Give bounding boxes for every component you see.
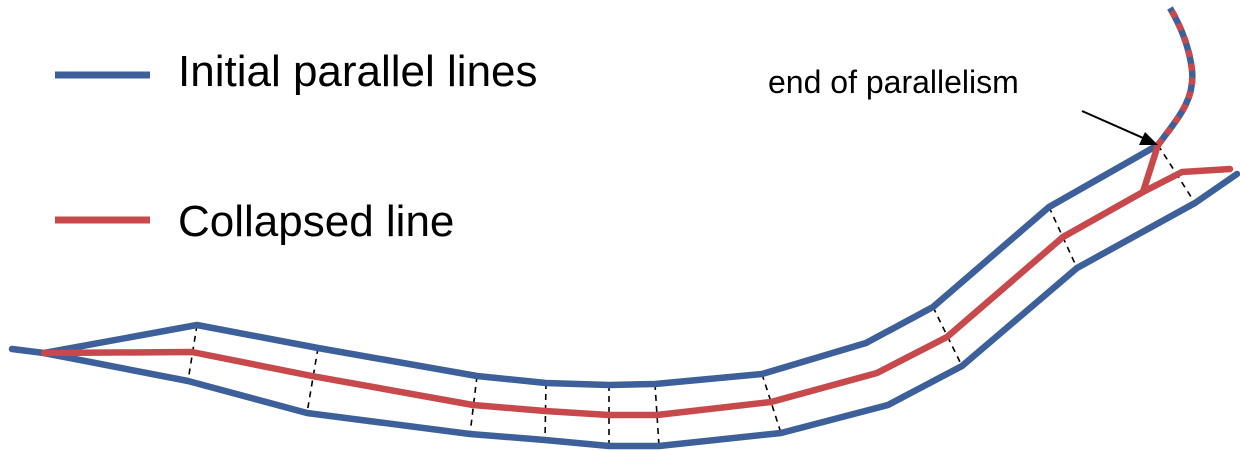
- legend-label-parallel: Initial parallel lines: [178, 47, 538, 96]
- annotation-label: end of parallelism: [768, 64, 1019, 100]
- parallel-line-upper: [8, 141, 1162, 389]
- connector-3: [469, 375, 478, 435]
- legend: Initial parallel lines Collapsed line: [55, 47, 538, 246]
- connector-2: [306, 347, 319, 414]
- legend-item-parallel: Initial parallel lines: [55, 47, 538, 96]
- legend-item-collapsed: Collapsed line: [55, 197, 454, 246]
- merged-continuation-blue: [1155, 6, 1196, 147]
- connector-1: [187, 324, 198, 382]
- merged-continuation-red: [1155, 6, 1196, 147]
- parallel-lines: [8, 141, 1240, 450]
- collapsed-branch: [1139, 141, 1162, 196]
- annotation-arrowhead: [1139, 132, 1158, 145]
- annotation-end-of-parallelism: end of parallelism: [768, 64, 1158, 145]
- merged-continuation: [1155, 6, 1196, 147]
- annotation-arrow-shaft: [1081, 110, 1151, 142]
- collapsed-line-group: [40, 141, 1234, 419]
- collapsed-line: [40, 165, 1234, 419]
- parallel-line-lower: [40, 170, 1240, 450]
- connector-4: [544, 382, 547, 441]
- legend-label-collapsed: Collapsed line: [178, 197, 454, 246]
